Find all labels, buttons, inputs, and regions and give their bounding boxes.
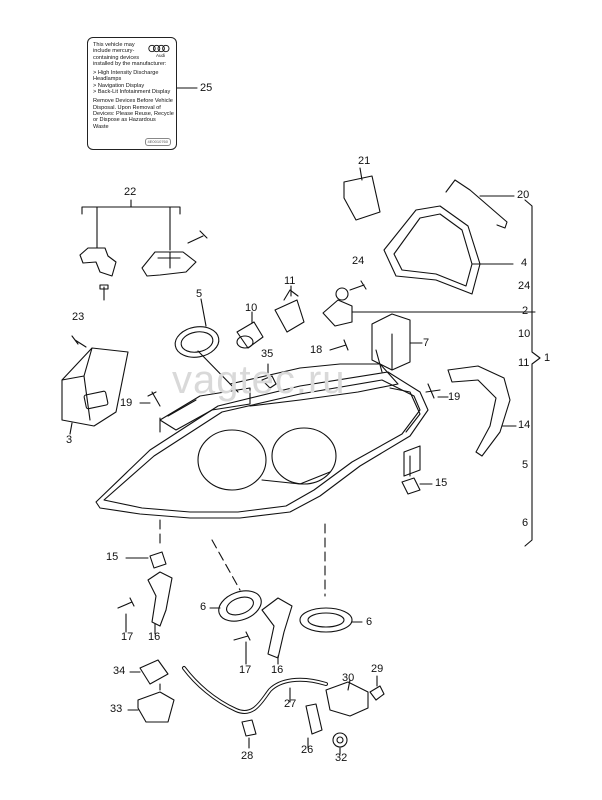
label-line: installed by the manufacturer: <box>93 60 167 67</box>
callout-24-right: 24 <box>518 280 531 292</box>
callout-16-left: 16 <box>148 631 161 643</box>
callout-10-right: 10 <box>518 328 531 340</box>
callout-3: 3 <box>66 434 73 446</box>
label-stamp: 4E0010760 <box>144 137 171 146</box>
callout-32: 32 <box>335 752 348 764</box>
wire-clip-20 <box>445 179 508 229</box>
callout-26: 26 <box>301 744 314 756</box>
mount-bracket-left <box>79 247 117 277</box>
cap-7 <box>371 313 411 371</box>
callout-19-right: 19 <box>448 391 461 403</box>
callout-5-right: 5 <box>522 459 529 471</box>
callout-15-left: 15 <box>106 551 119 563</box>
cap-32 <box>332 732 348 748</box>
seal-14 <box>447 365 511 457</box>
callout-17-right: 17 <box>239 664 252 676</box>
grommet-6b <box>299 607 353 633</box>
callout-6-grommet-b: 6 <box>366 616 373 628</box>
cover-frame-4 <box>383 205 481 295</box>
label-footer: Waste <box>93 123 109 130</box>
callout-7: 7 <box>423 337 430 349</box>
connector-21 <box>343 175 381 221</box>
seal-ring-5 <box>174 326 220 358</box>
callout-16-right: 16 <box>271 664 284 676</box>
callout-10: 10 <box>245 302 258 314</box>
label-item: Headlamps <box>93 76 122 83</box>
clip-28 <box>241 719 257 737</box>
label-item: > High Intensity Discharge <box>93 70 159 77</box>
label-line: include mercury- <box>93 48 135 55</box>
audi-rings-icon <box>148 44 170 53</box>
plug-35 <box>261 375 277 389</box>
clip-29 <box>369 685 385 701</box>
callout-30: 30 <box>342 672 355 684</box>
pump-26 <box>305 703 323 735</box>
label-footer: Remove Devices Before Vehicle <box>93 98 173 105</box>
ballast-3 <box>61 347 129 427</box>
callout-27: 27 <box>284 698 297 710</box>
bracket-16-left <box>147 571 173 627</box>
bulb-2 <box>322 299 353 327</box>
label-line: containing devices <box>93 54 140 61</box>
callout-4: 4 <box>521 257 528 269</box>
bracket-1 <box>524 199 541 547</box>
callout-23: 23 <box>72 311 85 323</box>
callout-35: 35 <box>261 348 274 360</box>
label-footer: Devices: Please Reuse, Recycle <box>93 110 174 117</box>
grommet-6a <box>218 590 262 622</box>
callout-15-right: 15 <box>435 477 448 489</box>
label-line: This vehicle may <box>93 42 135 48</box>
callout-11: 11 <box>284 275 296 287</box>
watermark: vagtec.ru <box>172 358 346 402</box>
logo-text: Audi <box>155 53 165 58</box>
holder-33 <box>137 691 175 723</box>
callout-25: 25 <box>200 82 213 94</box>
callout-6-grommet-a: 6 <box>200 601 207 613</box>
mercury-warning-label: Audi This vehicle may include mercury- c… <box>87 37 177 150</box>
headlamp-housing <box>95 371 429 519</box>
callout-33: 33 <box>110 703 123 715</box>
callout-20: 20 <box>517 189 530 201</box>
mount-bracket-right <box>141 251 197 277</box>
callout-34: 34 <box>113 665 126 677</box>
clip-34 <box>139 659 169 685</box>
callout-28: 28 <box>241 750 254 762</box>
callout-5: 5 <box>196 288 203 300</box>
callout-21: 21 <box>358 155 371 167</box>
callout-1: 1 <box>544 352 551 364</box>
callout-24: 24 <box>352 255 365 267</box>
bracket-16-right <box>261 597 293 659</box>
callout-29: 29 <box>371 663 384 675</box>
nut-15-right <box>401 477 421 495</box>
callout-17-left: 17 <box>121 631 134 643</box>
motor-30 <box>325 681 369 717</box>
label-item: > Back-Lit Infotainment Display <box>93 89 171 96</box>
bulb-holder-11 <box>274 299 305 333</box>
bulb-10 <box>236 321 264 349</box>
callout-22: 22 <box>124 186 137 198</box>
label-footer: Disposal. Upon Removal of <box>93 104 161 111</box>
screw-22 <box>187 230 208 244</box>
callout-6-right: 6 <box>522 517 529 529</box>
callout-19-left: 19 <box>120 397 133 409</box>
nut-15-left <box>149 551 167 569</box>
label-item: > Navigation Display <box>93 82 145 89</box>
label-footer: or Dispose as Hazardous <box>93 117 156 124</box>
callout-18: 18 <box>310 344 323 356</box>
callout-2: 2 <box>522 305 529 317</box>
callout-11-right: 11 <box>518 357 530 369</box>
callout-14: 14 <box>518 419 531 431</box>
